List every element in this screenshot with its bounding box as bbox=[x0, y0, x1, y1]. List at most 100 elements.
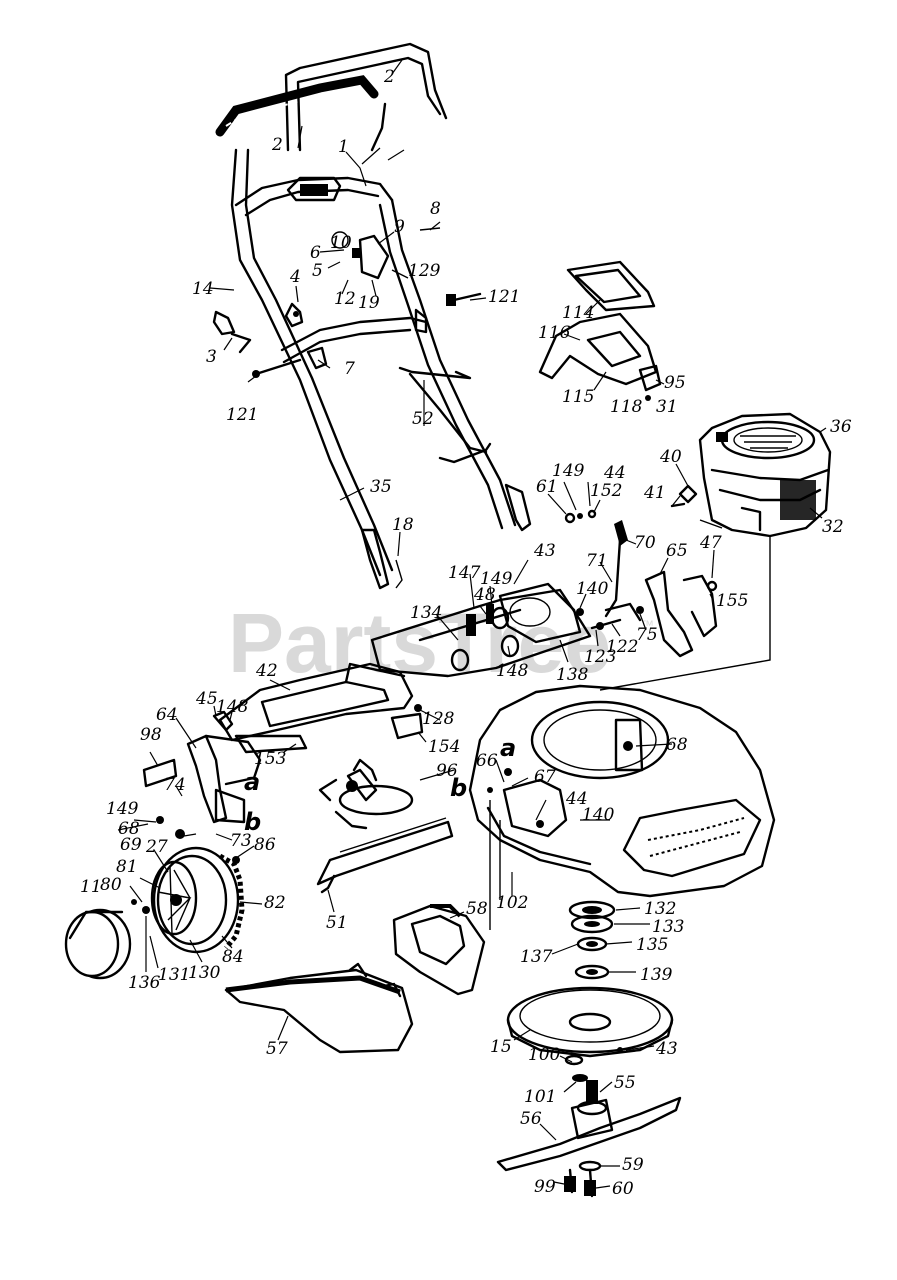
part-label-73: 73 bbox=[230, 831, 252, 851]
part-label-7: 7 bbox=[344, 359, 355, 379]
leader-lines bbox=[117, 59, 827, 1189]
part-label-6: 6 bbox=[310, 243, 321, 263]
part-label-140: 140 bbox=[582, 805, 615, 825]
blade-adapter-stack bbox=[568, 900, 616, 980]
part-label-14: 14 bbox=[192, 279, 214, 299]
part-label-66: 66 bbox=[476, 751, 498, 771]
part-label-36: 36 bbox=[830, 417, 852, 437]
part-label-56: 56 bbox=[520, 1109, 542, 1129]
part-label-19: 19 bbox=[358, 293, 380, 313]
part-label-15: 15 bbox=[490, 1037, 512, 1057]
part-label-102: 102 bbox=[496, 893, 528, 913]
part-label-67: 67 bbox=[534, 767, 556, 787]
shroud-parts bbox=[538, 260, 662, 401]
part-label-154: 154 bbox=[428, 737, 460, 757]
part-label-128: 128 bbox=[422, 709, 455, 729]
part-label-155: 155 bbox=[716, 591, 748, 611]
part-label-1: 1 bbox=[338, 137, 349, 157]
part-label-132: 132 bbox=[644, 899, 676, 919]
part-label-31: 31 bbox=[656, 397, 678, 417]
part-label-139: 139 bbox=[640, 965, 673, 985]
part-label-96: 96 bbox=[436, 761, 458, 781]
part-label-138: 138 bbox=[556, 665, 589, 685]
part-label-65: 65 bbox=[666, 541, 688, 561]
part-label-100: 100 bbox=[528, 1045, 561, 1065]
mower-deck bbox=[468, 684, 776, 930]
part-label-129: 129 bbox=[408, 261, 441, 281]
reference-letter-a: a bbox=[244, 768, 260, 796]
part-label-80: 80 bbox=[100, 875, 122, 895]
lower-handle bbox=[230, 148, 517, 577]
part-label-43: 43 bbox=[533, 541, 556, 561]
part-label-27: 27 bbox=[145, 837, 168, 857]
rear-flap bbox=[316, 817, 454, 894]
part-label-55: 55 bbox=[614, 1073, 636, 1093]
part-label-5: 5 bbox=[312, 261, 323, 281]
part-label-133: 133 bbox=[652, 917, 684, 937]
part-label-135: 135 bbox=[636, 935, 668, 955]
part-label-147: 147 bbox=[448, 563, 481, 583]
part-label-149: 149 bbox=[552, 461, 585, 481]
part-label-101: 101 bbox=[524, 1087, 556, 1107]
part-label-40: 40 bbox=[659, 447, 682, 467]
part-label-48: 48 bbox=[473, 585, 496, 605]
part-label-121: 121 bbox=[488, 287, 520, 307]
part-label-9: 9 bbox=[394, 217, 405, 237]
part-label-12: 12 bbox=[334, 289, 356, 309]
part-label-51: 51 bbox=[326, 913, 348, 933]
part-label-81: 81 bbox=[116, 857, 138, 877]
part-label-95: 95 bbox=[664, 373, 686, 393]
part-label-68: 68 bbox=[666, 735, 688, 755]
part-label-44: 44 bbox=[565, 789, 588, 809]
part-label-114: 114 bbox=[562, 303, 594, 323]
part-label-2: 2 bbox=[383, 67, 395, 87]
gearbox-96 bbox=[318, 758, 414, 830]
part-label-140: 140 bbox=[576, 579, 609, 599]
part-label-148: 148 bbox=[216, 697, 249, 717]
drive-lever bbox=[590, 520, 718, 658]
part-label-71: 71 bbox=[586, 551, 608, 571]
part-label-32: 32 bbox=[822, 517, 844, 537]
part-label-130: 130 bbox=[188, 963, 221, 983]
watermark-tm: ™ bbox=[640, 617, 654, 633]
reference-letter-a: a bbox=[500, 734, 516, 762]
part-label-41: 41 bbox=[643, 483, 666, 503]
part-label-52: 52 bbox=[412, 409, 434, 429]
part-label-98: 98 bbox=[140, 725, 162, 745]
part-label-136: 136 bbox=[128, 973, 161, 993]
part-label-118: 118 bbox=[610, 397, 643, 417]
bolts-121 bbox=[252, 292, 482, 378]
part-label-122: 122 bbox=[606, 637, 638, 657]
reference-letter-b: b bbox=[450, 774, 467, 802]
part-label-47: 47 bbox=[699, 533, 722, 553]
part-label-84: 84 bbox=[222, 947, 244, 967]
part-label-64: 64 bbox=[156, 705, 178, 725]
height-adjuster bbox=[142, 710, 262, 864]
upper-handle bbox=[284, 42, 448, 152]
part-label-137: 137 bbox=[520, 947, 553, 967]
part-label-61: 61 bbox=[536, 477, 558, 497]
blade-plate bbox=[506, 986, 674, 1058]
part-label-70: 70 bbox=[634, 533, 656, 553]
discharge-chute bbox=[224, 962, 414, 1054]
part-label-148: 148 bbox=[496, 661, 529, 681]
part-label-35: 35 bbox=[370, 477, 392, 497]
part-label-134: 134 bbox=[410, 603, 442, 623]
part-label-43: 43 bbox=[655, 1039, 678, 1059]
part-label-4: 4 bbox=[289, 267, 301, 287]
part-label-116: 116 bbox=[538, 323, 571, 343]
part-label-99: 99 bbox=[534, 1177, 556, 1197]
part-label-57: 57 bbox=[266, 1039, 288, 1059]
part-label-153: 153 bbox=[254, 749, 286, 769]
part-label-59: 59 bbox=[622, 1155, 644, 1175]
part-label-45: 45 bbox=[195, 689, 218, 709]
part-label-11: 11 bbox=[80, 877, 102, 897]
hubcap bbox=[64, 908, 132, 980]
part-label-149: 149 bbox=[480, 569, 513, 589]
part-label-86: 86 bbox=[254, 835, 276, 855]
rear-deflector bbox=[218, 662, 424, 754]
part-label-8: 8 bbox=[430, 199, 441, 219]
part-label-68: 68 bbox=[118, 819, 140, 839]
reference-letter-b: b bbox=[244, 808, 261, 836]
